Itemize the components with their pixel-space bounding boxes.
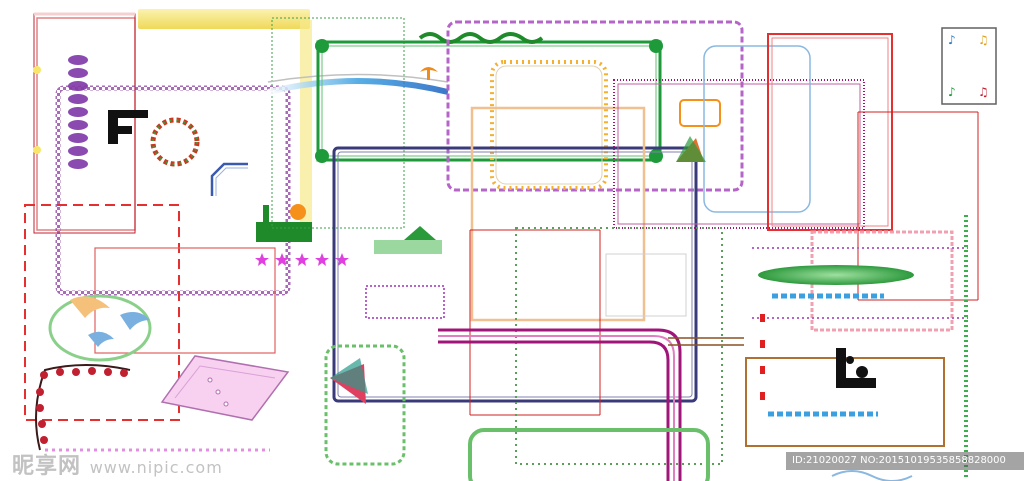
red-ornament-lines	[469, 111, 979, 416]
frame-peach	[470, 106, 646, 322]
blue-squiggle	[831, 470, 913, 481]
frame-red-dashed	[24, 204, 180, 421]
gold-bar	[138, 9, 310, 29]
green-gradient-ellipse	[758, 265, 914, 285]
palm-tree-icon	[420, 67, 438, 80]
site-watermark: 昵享网 www.nipic.com	[12, 448, 223, 480]
fan-icon-lower	[330, 358, 368, 404]
pink-stars	[255, 253, 349, 266]
svg-text:♪: ♪	[948, 33, 956, 47]
black-key-corner	[108, 110, 148, 144]
svg-text:♪: ♪	[948, 85, 956, 99]
site-url: www.nipic.com	[89, 458, 223, 477]
orange-tag-frame	[679, 99, 721, 127]
frame-magenta-wavy	[613, 79, 865, 229]
svg-text:♫: ♫	[978, 33, 989, 47]
open-book-icon	[160, 355, 290, 421]
red-dashes	[760, 314, 765, 400]
landscape-icon	[374, 226, 442, 254]
site-name: 昵享网	[12, 454, 82, 479]
image-id-label: ID:21020027 NO:20151019535858828000	[786, 452, 1024, 470]
purple-lozenge-border	[68, 55, 88, 169]
frame-green-dotted-rounded	[324, 344, 406, 466]
cactus-icon	[256, 204, 312, 242]
frame-purple-dotted-small	[365, 285, 445, 319]
frame-green-dotted-bottom	[515, 227, 723, 465]
frame-light-gray-small	[605, 253, 687, 317]
floral-vine-corner	[35, 364, 131, 451]
blue-corner-line	[210, 162, 248, 196]
frame-navy-large	[332, 146, 698, 403]
svg-text:♫: ♫	[978, 85, 989, 99]
magenta-stripes	[438, 328, 682, 481]
frame-purple-dashed-middle	[446, 20, 744, 192]
frame-orange-dotted-rounded	[490, 60, 608, 190]
frame-green-rounded-bottom	[468, 428, 710, 481]
music-notes-frame: ♪ ♫ ♪ ♫	[941, 27, 997, 105]
frame-light-blue	[703, 45, 811, 213]
frame-red-right	[767, 33, 893, 231]
frame-top-left-red	[33, 12, 136, 234]
black-ornate-corner	[836, 348, 876, 388]
green-swirl-ornament	[418, 32, 544, 44]
frame-green-ornate	[315, 39, 663, 163]
floral-wreath	[150, 117, 200, 167]
blue-arc-line	[267, 78, 449, 95]
swallow-birds-logo	[48, 294, 152, 362]
fan-icon-upper	[676, 136, 706, 162]
frame-purple-checker-left	[55, 85, 291, 296]
